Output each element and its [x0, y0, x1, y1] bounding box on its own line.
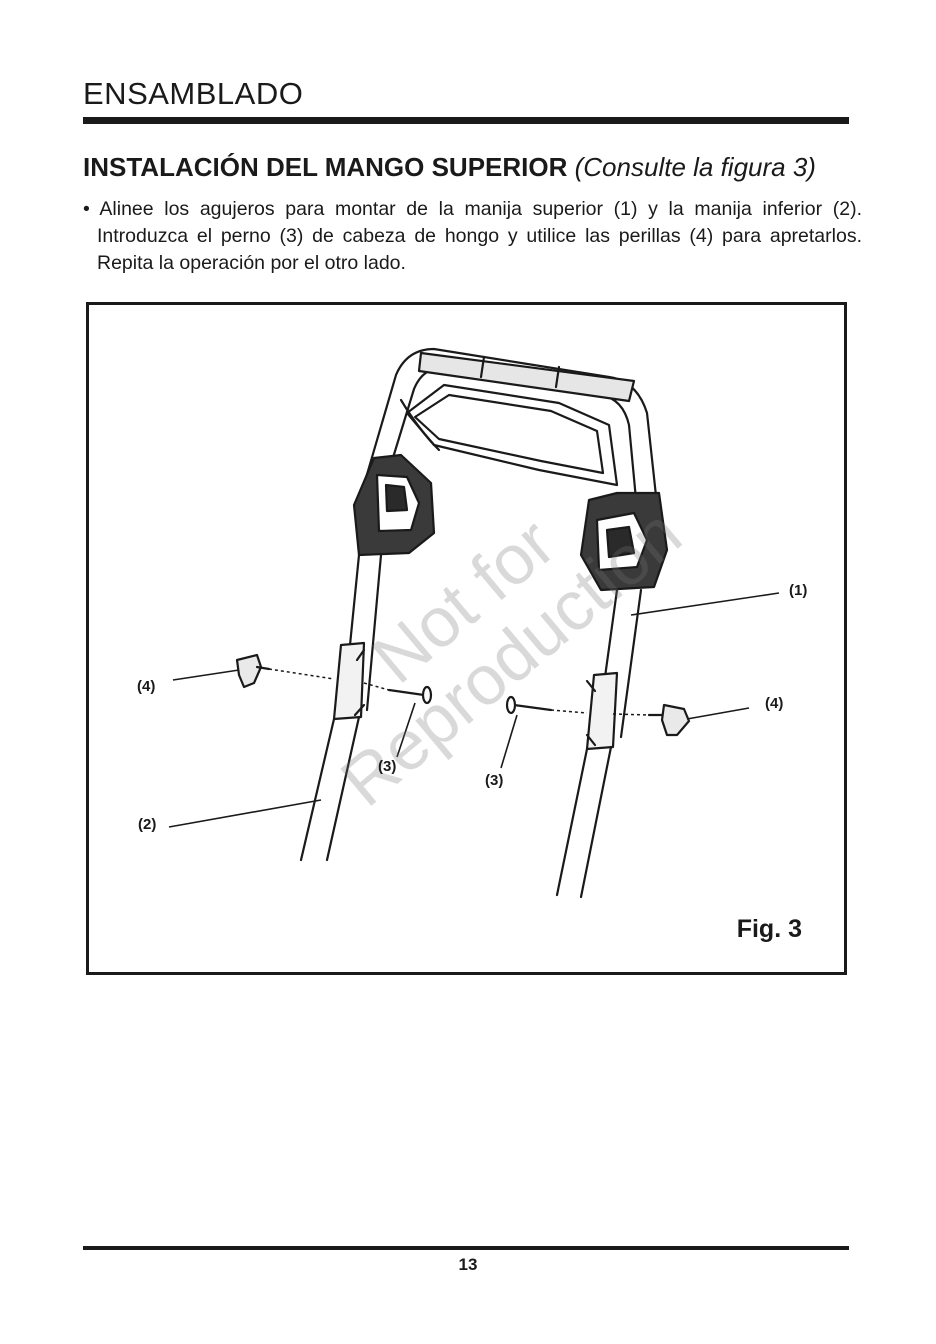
header-rule	[83, 117, 849, 124]
instruction-text: • Alinee los agujeros para montar de la …	[83, 198, 862, 274]
right-alignment-line	[550, 709, 588, 714]
leader-4-left	[172, 669, 240, 681]
callout-lower-handle: (2)	[138, 816, 157, 833]
leader-3-left	[396, 702, 416, 758]
footer-rule	[83, 1246, 849, 1250]
right-bolt	[512, 703, 553, 712]
callout-upper-handle: (1)	[789, 582, 808, 599]
right-knob	[660, 703, 691, 737]
upper-handle-outer	[359, 347, 659, 507]
figure-3: Not for Reproduction (1) (2) (3) (3) (4)…	[86, 302, 847, 975]
callout-bolt-right: (3)	[485, 772, 504, 789]
callout-knob-left: (4)	[137, 678, 156, 695]
leader-4-right	[686, 707, 750, 720]
callout-knob-right: (4)	[765, 695, 784, 712]
callout-bolt-left: (3)	[378, 758, 397, 775]
right-clamp	[585, 671, 619, 751]
section-title: ENSAMBLADO	[83, 76, 304, 111]
figure-label: Fig. 3	[736, 915, 802, 943]
right-lower-tube	[555, 745, 613, 899]
leader-1	[630, 592, 780, 616]
figure-reference: (Consulte la figura 3)	[574, 152, 816, 182]
left-lower-tube	[299, 715, 361, 862]
handle-assembly-illustration	[168, 347, 780, 899]
page-number: 13	[458, 1255, 478, 1274]
left-alignment-line	[268, 668, 335, 680]
bail-bar	[405, 383, 619, 487]
leader-2	[168, 799, 322, 828]
left-clamp	[332, 641, 366, 721]
left-knob	[235, 653, 263, 689]
left-bolt	[387, 688, 426, 697]
subsection-heading: INSTALACIÓN DEL MANGO SUPERIOR	[83, 152, 568, 182]
leader-3-right	[500, 714, 518, 769]
subsection-title: INSTALACIÓN DEL MANGO SUPERIOR (Consulte…	[83, 152, 816, 183]
